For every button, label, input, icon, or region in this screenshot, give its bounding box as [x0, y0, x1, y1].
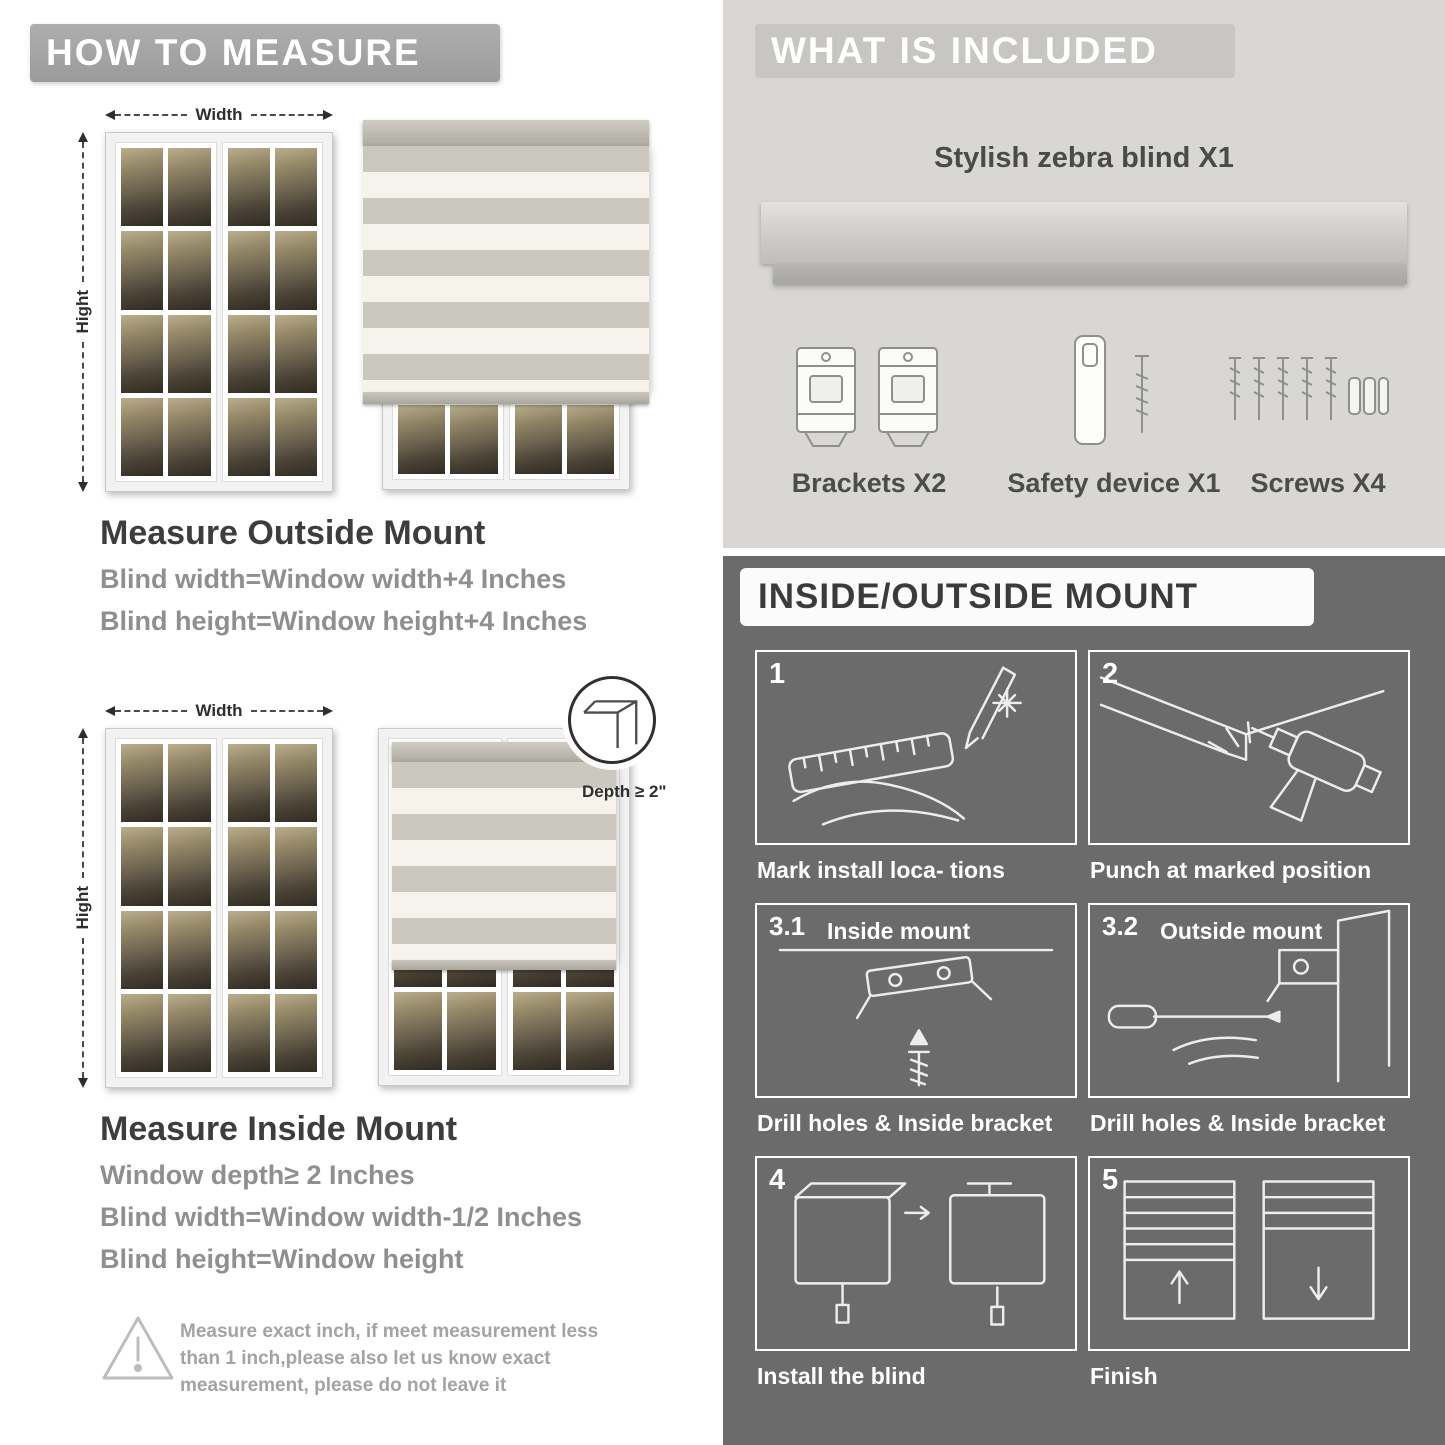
- step-caption-2: Punch at marked position: [1090, 857, 1372, 883]
- outside-mount-title: Measure Outside Mount: [100, 514, 486, 552]
- inside-mount-spec-2: Blind width=Window width-1/2 Inches: [100, 1202, 583, 1232]
- measurement-warning-text: Measure exact inch, if meet measurement …: [180, 1321, 599, 1396]
- step-panel-5: 5: [1088, 1156, 1410, 1351]
- step-caption-3-1: Drill holes & Inside bracket: [757, 1110, 1053, 1136]
- step-caption-5: Finish: [1090, 1363, 1158, 1389]
- step-caption-4: Install the blind: [757, 1363, 926, 1389]
- warning-triangle-icon: [102, 1316, 174, 1380]
- arrowhead-right-icon: [323, 706, 333, 716]
- brackets-icon: [796, 347, 938, 447]
- step-number: 2: [1102, 658, 1119, 690]
- step-number: 4: [769, 1164, 786, 1196]
- step-panel-4: 4: [755, 1156, 1077, 1351]
- height-arrow-outside: Hight: [73, 132, 92, 492]
- arrowhead-down-icon: [78, 482, 88, 492]
- width-label: Width: [195, 701, 243, 720]
- width-arrow-inside: Width: [105, 701, 333, 720]
- step-caption-3-2: Drill holes & Inside bracket: [1090, 1110, 1386, 1136]
- arrowhead-right-icon: [323, 110, 333, 120]
- what-is-included-section: WHAT IS INCLUDED Stylish zebra blind X1: [723, 0, 1445, 548]
- height-label: Hight: [73, 290, 92, 334]
- punch-position-illustration: [1099, 676, 1385, 822]
- inside-mount-title: Measure Inside Mount: [100, 1110, 458, 1148]
- outside-mount-spec-2: Blind height=Window height+4 Inches: [100, 606, 588, 636]
- step-panel-2: 2: [1088, 650, 1410, 845]
- blind-headrail-lip: [773, 264, 1407, 284]
- zebra-blind-inside-mount: [392, 742, 616, 970]
- mount-section-header: INSIDE/OUTSIDE MOUNT: [740, 568, 1314, 626]
- depth-detail-magnifier: [568, 676, 656, 764]
- screws-label: Screws X4: [1250, 468, 1386, 498]
- window-corner-detail-icon: [583, 700, 638, 748]
- height-arrow-inside: Hight: [73, 728, 92, 1088]
- width-label: Width: [195, 105, 243, 124]
- window-illustration-outside: [105, 132, 333, 492]
- safety-device-label: Safety device X1: [1007, 468, 1221, 498]
- safety-device-icon: [1074, 335, 1149, 445]
- step-title: Outside mount: [1160, 918, 1323, 944]
- step-panel-3-1: 3.1 Inside mount: [755, 903, 1077, 1098]
- depth-note: Depth ≥ 2": [582, 782, 667, 801]
- step-panel-3-2: 3.2 Outside mount: [1088, 903, 1410, 1098]
- step-number: 3.1: [769, 911, 806, 941]
- step-panel-1: 1: [755, 650, 1077, 845]
- step-title: Inside mount: [827, 918, 971, 944]
- outside-bracket-illustration: [1107, 909, 1391, 1083]
- screws-icon: [1229, 357, 1389, 420]
- width-arrow-outside: Width: [105, 105, 333, 124]
- brackets-label: Brackets X2: [791, 468, 947, 498]
- arrowhead-up-icon: [78, 132, 88, 142]
- inside-bracket-illustration: [778, 948, 1054, 1087]
- step-caption-1: Mark install loca- tions: [757, 857, 1005, 883]
- blind-headrail-illustration: [761, 202, 1407, 264]
- arrowhead-left-icon: [105, 706, 115, 716]
- step-number: 5: [1102, 1164, 1119, 1196]
- mark-locations-illustration: [788, 666, 1023, 826]
- what-is-included-header: WHAT IS INCLUDED: [755, 24, 1235, 78]
- inside-mount-spec-1: Window depth≥ 2 Inches: [100, 1160, 415, 1190]
- arrowhead-down-icon: [78, 1078, 88, 1088]
- step-number: 3.2: [1102, 911, 1139, 941]
- window-illustration-inside: [105, 728, 333, 1088]
- arrowhead-left-icon: [105, 110, 115, 120]
- finish-illustration: [1123, 1180, 1375, 1320]
- arrowhead-up-icon: [78, 728, 88, 738]
- product-name: Stylish zebra blind X1: [934, 142, 1234, 174]
- outside-mount-spec-1: Blind width=Window width+4 Inches: [100, 564, 567, 594]
- inside-mount-spec-3: Blind height=Window height: [100, 1244, 464, 1274]
- zebra-blind-outside-mount: [363, 120, 649, 404]
- how-to-measure-banner: HOW TO MEASURE: [30, 24, 500, 82]
- mount-instructions-section: INSIDE/OUTSIDE MOUNT 1 Mark install loc: [723, 556, 1445, 1445]
- height-label: Hight: [73, 886, 92, 930]
- install-blind-illustration: [794, 1182, 1046, 1326]
- step-number: 1: [769, 658, 786, 690]
